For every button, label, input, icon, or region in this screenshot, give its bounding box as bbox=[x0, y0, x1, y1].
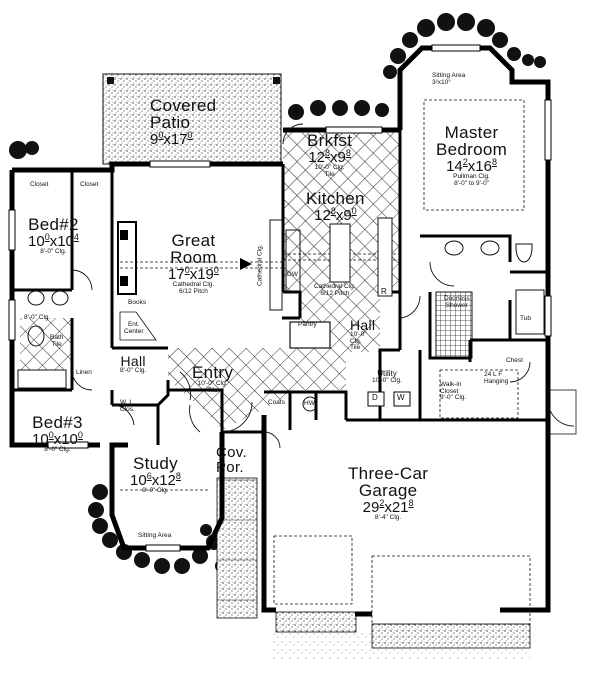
bath-ceiling-note: 8'-0" Clg. bbox=[24, 314, 51, 321]
room-entry: Entry 10'-0" Clg. Tile bbox=[192, 363, 234, 394]
room-name: Bed#2 bbox=[28, 215, 79, 234]
room-dimensions: 128x98 bbox=[308, 148, 351, 166]
room-cov-porch: Cov. Por. bbox=[216, 444, 247, 476]
ceiling-note: 8'-0" to 9'-0" bbox=[454, 179, 489, 187]
room-dimensions: 106x128 bbox=[130, 471, 181, 489]
room-name: Three-Car bbox=[348, 464, 429, 483]
room-name: Patio bbox=[150, 113, 191, 132]
floor-note: Tile bbox=[324, 170, 335, 178]
room-dimensions: 90x170 bbox=[150, 130, 193, 148]
room-name: Great bbox=[171, 231, 216, 250]
pitch-note: 6/12 Pitch bbox=[178, 287, 208, 295]
room-hall-right: Hall 10'-0" Clg. Tile bbox=[350, 317, 376, 351]
room-brkfst: Brkfst 128x98 10'-0" Clg. Tile bbox=[307, 132, 352, 178]
room-name: Entry bbox=[192, 363, 234, 382]
room-dimensions: 100x100 bbox=[32, 430, 83, 448]
refrigerator-label: R bbox=[381, 287, 387, 296]
dryer-label: D bbox=[372, 393, 378, 402]
ceiling-note: 8'-0" Clg. bbox=[40, 248, 67, 255]
pantry-label: Pantry bbox=[298, 321, 317, 328]
room-name: Master bbox=[444, 123, 499, 142]
room-bed3: Bed#3 100x100 8'-0" Clg. bbox=[32, 413, 83, 453]
room-name: Covered bbox=[150, 96, 217, 115]
room-name: Bed#3 bbox=[32, 413, 83, 432]
room-name: Room bbox=[170, 248, 217, 267]
linen-label: Linen bbox=[76, 369, 92, 376]
room-great-room: Great Room 170x190 Cathedral Clg. 6/12 P… bbox=[168, 232, 219, 295]
room-dimensions: 100x104 bbox=[28, 232, 79, 250]
tub-label: Tub bbox=[520, 315, 531, 322]
room-dimensions: 292x218 bbox=[362, 498, 414, 516]
room-kitchen: Kitchen 128x90 bbox=[306, 190, 365, 223]
kitchen-ceiling-note: Cathedral Clg. 6/12 Pitch bbox=[314, 283, 356, 297]
closet-label-2: Closet bbox=[80, 181, 99, 188]
great-room-side-note: Cathedral Clg. bbox=[256, 244, 264, 287]
washer-label: W bbox=[397, 393, 405, 402]
room-name: Garage bbox=[358, 481, 418, 500]
room-utility: Utility 10'-0" Clg. bbox=[372, 369, 402, 384]
room-hall-left: Hall 8'-0" Clg. bbox=[120, 353, 147, 374]
wl-closet-label: W. L.Clos. bbox=[120, 399, 135, 413]
ceiling-note: Cathedral Clg. bbox=[172, 281, 215, 288]
room-name: Brkfst bbox=[307, 131, 353, 150]
room-name: Bedroom bbox=[436, 140, 508, 159]
room-master-bedroom: Master Bedroom 142x168 Pullman Clg. 8'-0… bbox=[436, 124, 507, 187]
room-covered-patio: Covered Patio 90x170 bbox=[150, 97, 216, 147]
room-dimensions: 170x190 bbox=[168, 265, 219, 283]
closet-label-1: Closet bbox=[30, 181, 49, 188]
room-name: Study bbox=[132, 454, 178, 473]
room-name: Kitchen bbox=[306, 189, 365, 208]
water-heater-label: HW bbox=[304, 400, 315, 407]
room-garage: Three-Car Garage 292x218 8'-4" Clg. bbox=[348, 464, 429, 521]
ceiling-note: 10'-0" Clg. bbox=[314, 164, 345, 171]
room-dimensions: 142x168 bbox=[446, 157, 497, 175]
books-label: Books bbox=[128, 299, 147, 306]
master-sitting-area: Sitting Area 3²x10° bbox=[432, 72, 466, 86]
dishwasher-label: DW bbox=[287, 271, 298, 278]
chest-label: Chest bbox=[506, 357, 523, 364]
ent-center-label: Ent.Center bbox=[124, 321, 144, 335]
room-study: Study 106x128 9'-0" Clg. bbox=[130, 454, 181, 494]
room-bed2: Bed#2 100x104 8'-0" Clg. bbox=[28, 216, 79, 256]
coats-label: Coats bbox=[268, 399, 285, 406]
study-sitting-area: Sitting Area bbox=[138, 532, 172, 539]
room-dimensions: 128x90 bbox=[314, 206, 357, 224]
ceiling-note: Pullman Clg. bbox=[453, 173, 490, 180]
